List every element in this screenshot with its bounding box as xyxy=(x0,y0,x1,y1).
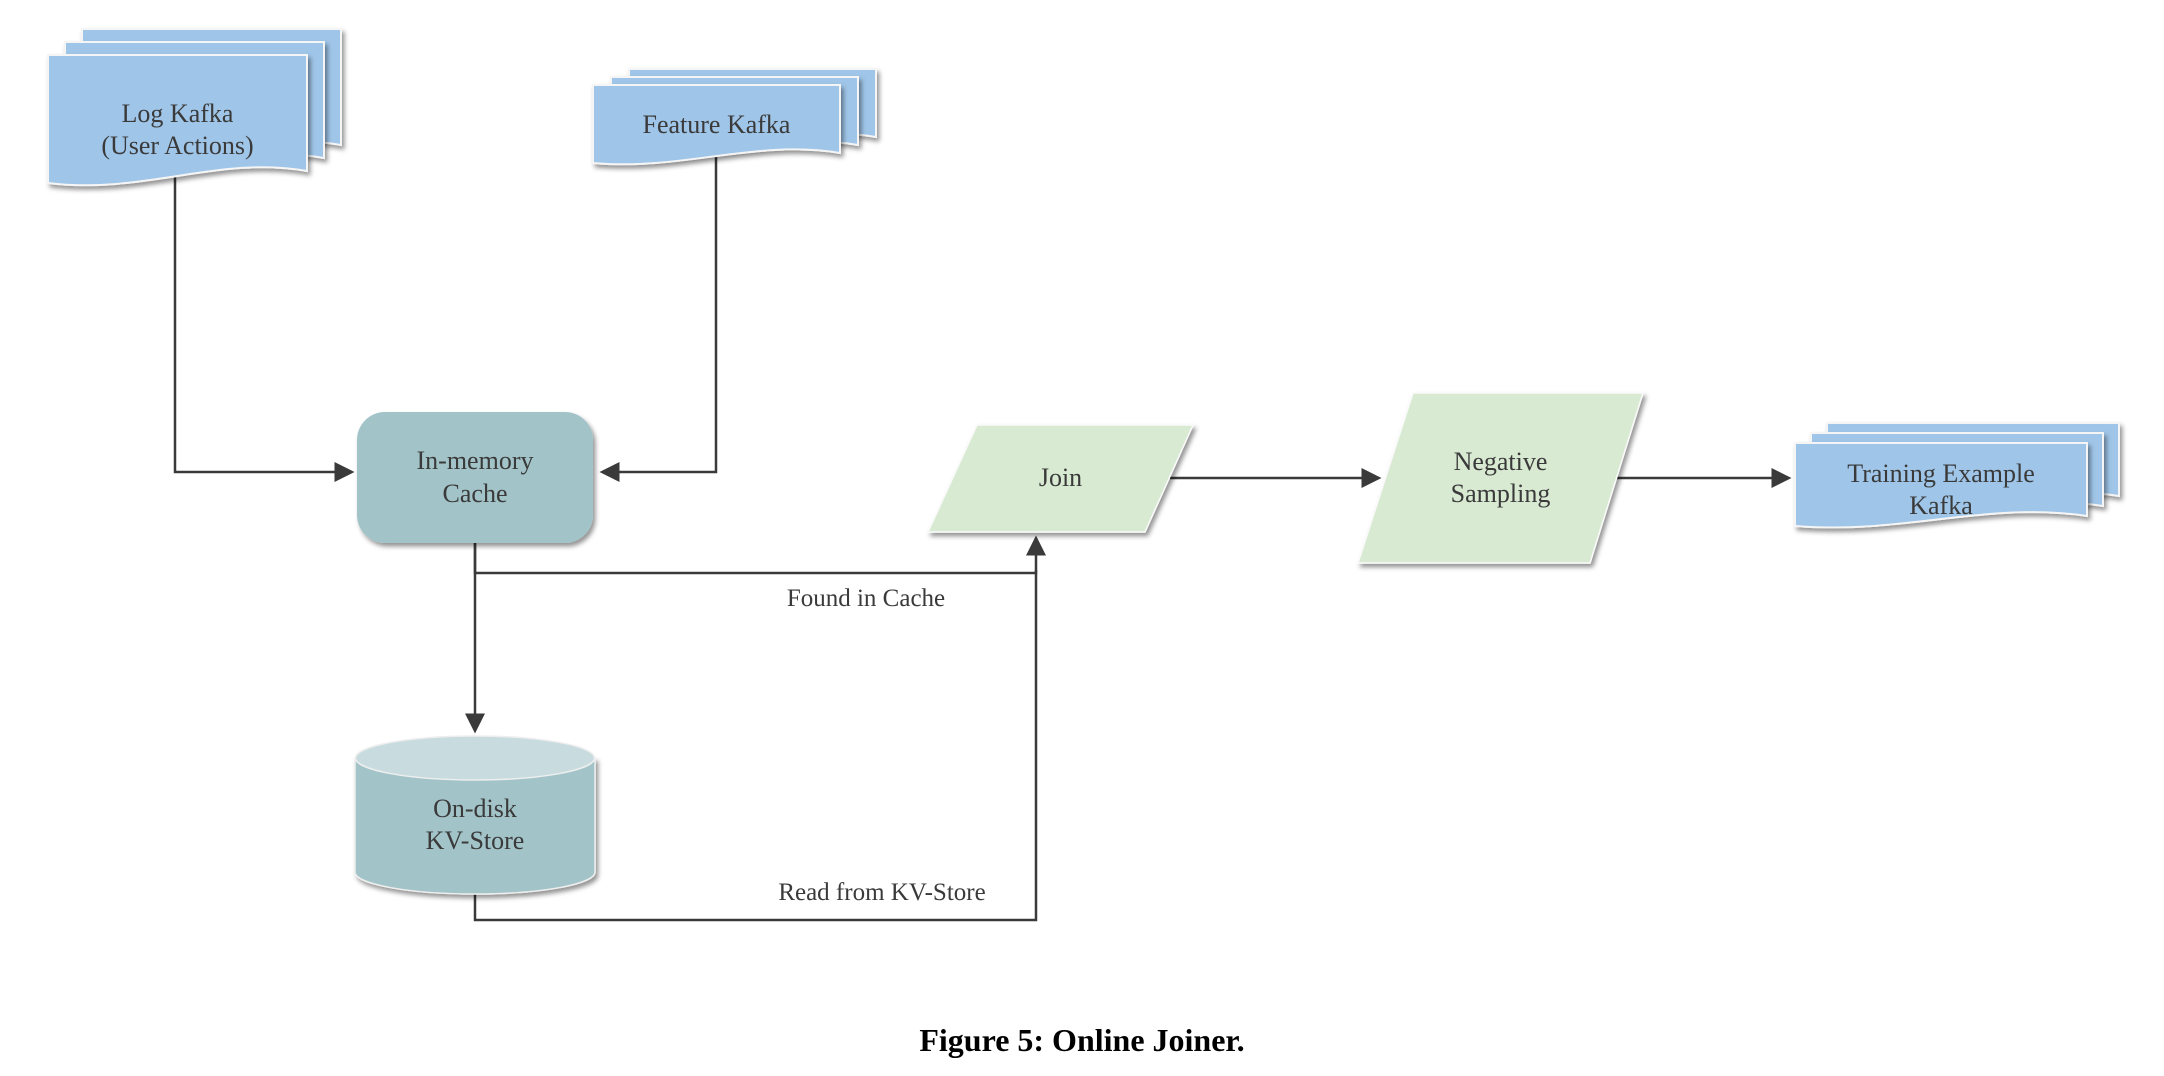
edge-feature-kafka-to-cache xyxy=(599,140,718,482)
feature-kafka-multidoc-shape xyxy=(592,68,877,166)
edge-kv-store-to-join-read-from-kv xyxy=(473,570,1038,922)
kv-store-cylinder-shape xyxy=(354,735,596,895)
cylinder-body xyxy=(354,757,596,895)
log-kafka-multidoc-shape xyxy=(47,28,342,187)
figure-caption: Figure 5: Online Joiner. xyxy=(919,1022,1245,1058)
in-memory-cache-shape xyxy=(357,412,593,543)
negative-sampling-parallelogram-shape xyxy=(1356,392,1645,564)
document-sheet-front xyxy=(47,54,308,187)
cylinder-top xyxy=(354,735,596,781)
edge-log-kafka-to-cache xyxy=(173,150,355,482)
edge-cache-to-join-found-in-cache xyxy=(473,535,1046,575)
training-kafka-multidoc-shape xyxy=(1794,422,2120,529)
document-sheet-front xyxy=(1794,442,2088,529)
document-sheet-front xyxy=(592,84,841,166)
join-parallelogram-shape xyxy=(926,424,1195,533)
